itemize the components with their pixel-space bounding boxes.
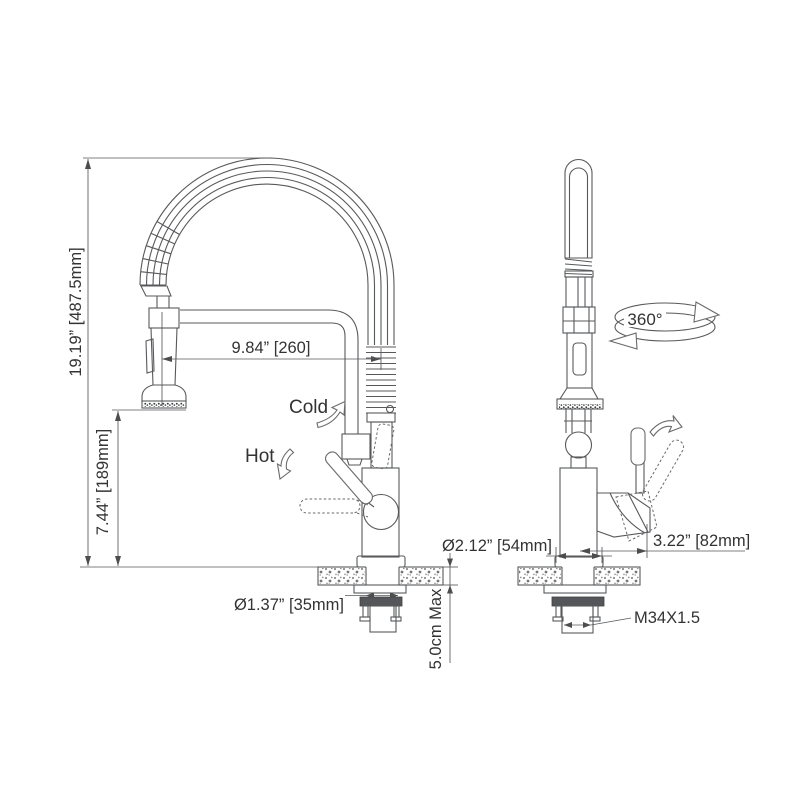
dim-thread-spec: M34X1.5 — [564, 609, 700, 628]
dim-shank-diameter-label: Ø1.37” [35mm] — [234, 596, 344, 614]
front-handle — [299, 423, 395, 518]
hot-annotation: Hot — [245, 446, 295, 480]
spray-head — [141, 307, 187, 409]
handle-ghost-tilted — [642, 439, 684, 502]
side-wand — [556, 158, 604, 410]
wand-coil-rings — [564, 258, 593, 276]
side-spray-face — [559, 404, 601, 409]
dim-overall-height: 19.19” [487.5mm] — [67, 157, 272, 566]
spring-hose-arch — [139, 157, 395, 345]
body-spring-coil — [366, 346, 396, 414]
countertop-front — [80, 566, 444, 586]
countertop-side — [517, 566, 641, 586]
cold-arrow-icon — [316, 400, 346, 429]
hot-label: Hot — [245, 446, 275, 467]
dim-shank-diameter: Ø1.37” [35mm] — [234, 592, 398, 614]
hot-arrow-icon — [276, 448, 295, 480]
dim-head-height: 7.44” [189mm] — [94, 409, 186, 566]
mounting-hardware-side — [543, 584, 607, 634]
front-view: 19.19” [487.5mm] 7.44” [189mm] 9.84” [26… — [67, 157, 458, 669]
dim-flange-diameter-label: Ø2.12” [54mm] — [442, 537, 552, 555]
cold-annotation: Cold — [289, 397, 346, 429]
thread-label: M34X1.5 — [634, 609, 700, 627]
handle-lever-side — [630, 427, 646, 466]
faucet-body-front — [356, 346, 406, 568]
dim-spout-reach: 9.84” [260] — [161, 312, 382, 406]
dim-head-height-label: 7.44” [189mm] — [94, 429, 112, 535]
side-joint — [564, 409, 593, 469]
dim-flange-diameter: Ø2.12” [54mm] — [442, 537, 612, 563]
handle-lever — [325, 451, 373, 505]
cold-label: Cold — [289, 397, 328, 418]
side-handle — [596, 415, 684, 542]
spout-tube — [180, 309, 371, 466]
rotation-label: 360° — [627, 310, 662, 329]
handle-ghost-up — [371, 423, 395, 470]
dim-spout-reach-label: 9.84” [260] — [232, 339, 311, 357]
dim-counter-thickness-label: 5.0cm Max — [427, 588, 445, 669]
handle-tilt-arrow-icon — [649, 415, 683, 437]
dim-counter-thickness: 5.0cm Max — [427, 553, 458, 669]
hose-end-coil — [140, 221, 180, 286]
handle-ghost-horizontal — [299, 498, 361, 514]
dim-handle-length-label: 3.22” [82mm] — [653, 532, 750, 550]
side-view: 360° 3.22” [82mm] Ø2.12” [54mm] — [442, 158, 750, 634]
spray-face — [143, 402, 185, 407]
rotation-360-icon: 360° — [608, 301, 721, 350]
dim-handle-length: 3.22” [82mm] — [580, 524, 750, 558]
faucet-body-side — [554, 467, 604, 568]
dim-overall-height-label: 19.19” [487.5mm] — [67, 247, 85, 376]
mounting-hardware-front — [353, 584, 407, 633]
